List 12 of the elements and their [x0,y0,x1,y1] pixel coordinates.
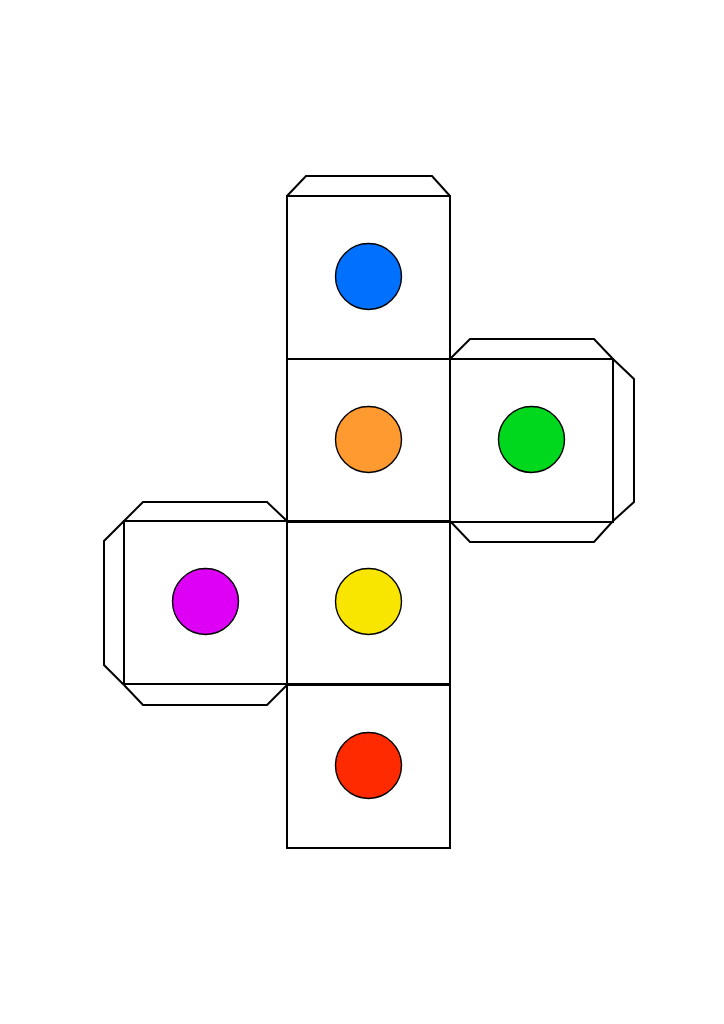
colored-dot [497,405,566,474]
cube-face [286,520,451,685]
colored-dot [334,567,403,636]
colored-dot [334,731,403,800]
cube-face [123,520,288,685]
cube-face [286,195,451,360]
cube-face [449,358,614,523]
colored-dot [171,567,240,636]
cube-face [286,358,451,523]
colored-dot [334,405,403,474]
colored-dot [334,242,403,311]
cube-face [286,684,451,849]
